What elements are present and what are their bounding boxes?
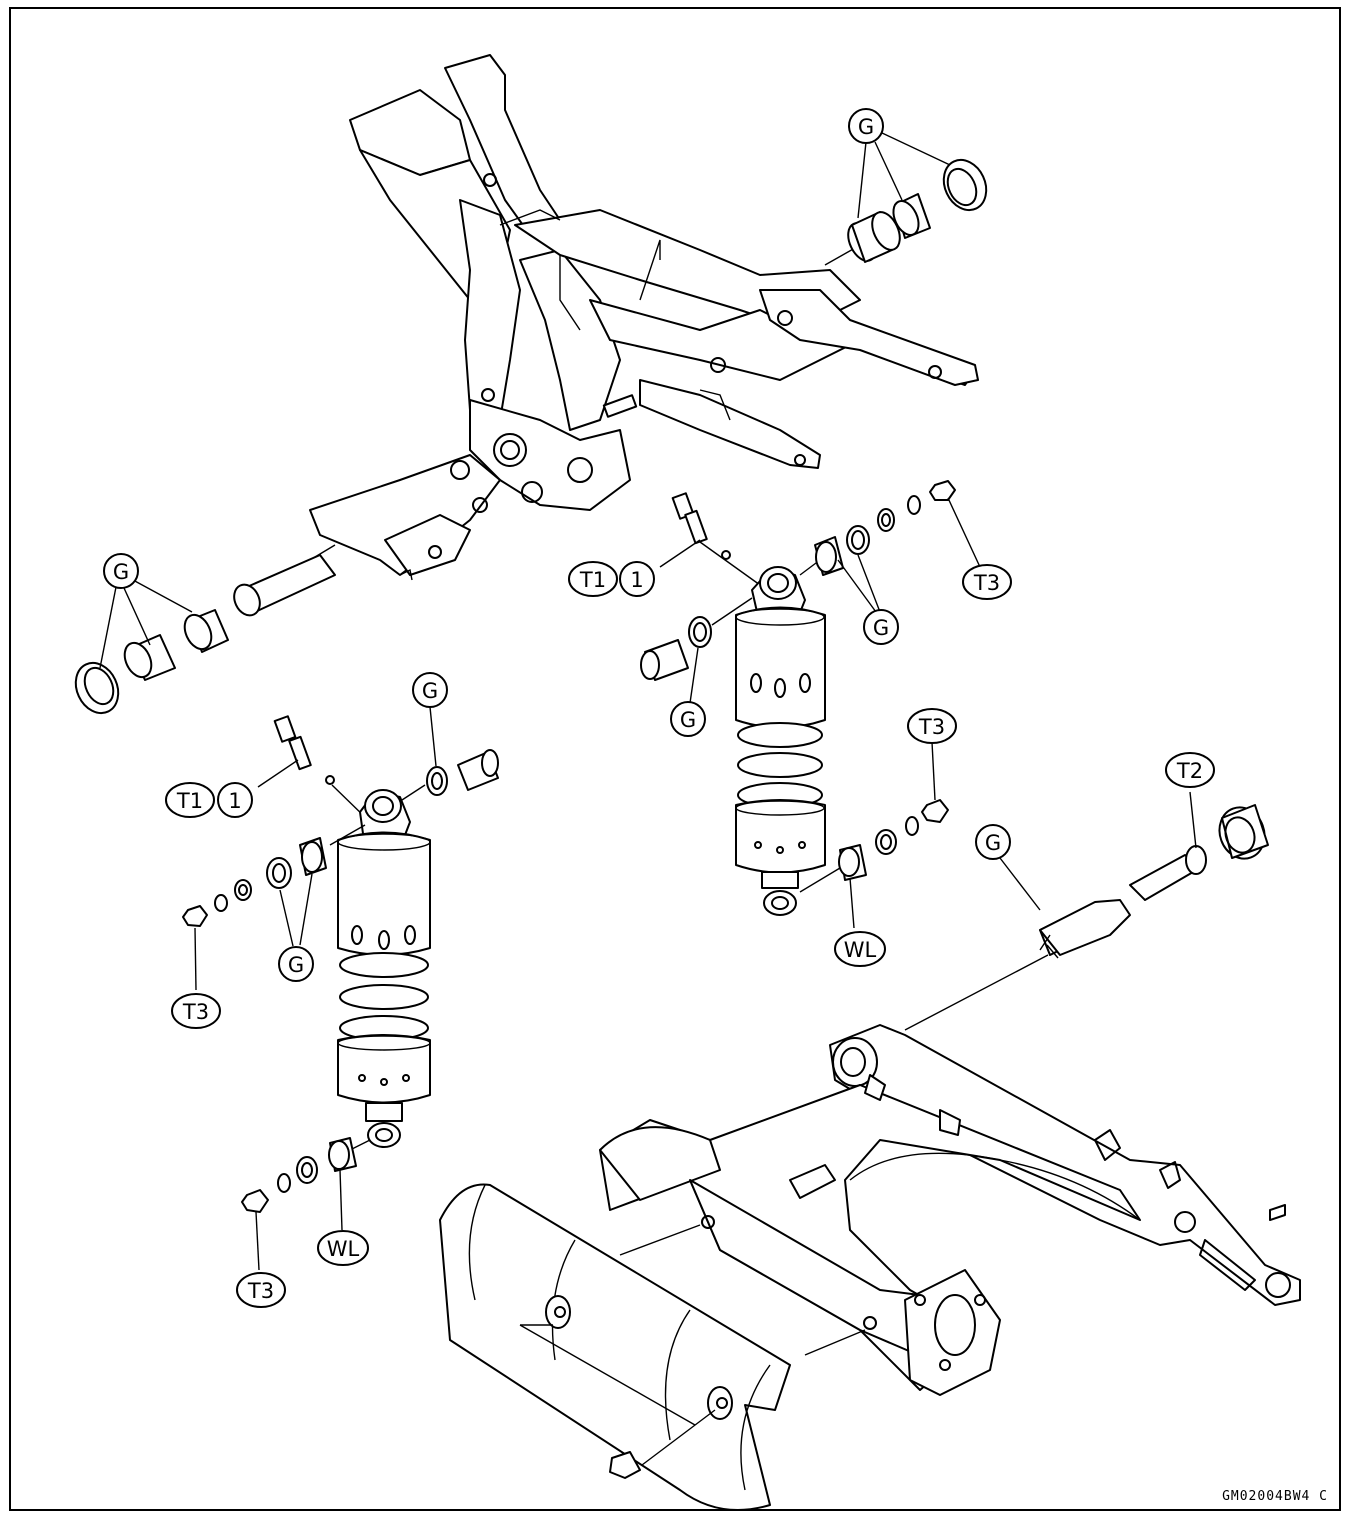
svg-text:G: G — [873, 616, 889, 640]
svg-text:T1: T1 — [579, 568, 606, 592]
label-wl-left: WL — [317, 1230, 369, 1266]
svg-text:T3: T3 — [182, 1000, 209, 1024]
right-shock-absorber — [640, 480, 956, 916]
leader-lines — [99, 131, 1197, 1271]
svg-text:T1: T1 — [176, 789, 203, 813]
frame-assembly — [309, 54, 979, 581]
svg-text:1: 1 — [228, 789, 241, 813]
svg-text:G: G — [858, 115, 874, 139]
svg-text:G: G — [680, 708, 696, 732]
svg-text:WL: WL — [844, 938, 877, 962]
label-t3-right-top: T3 — [962, 564, 1012, 600]
swing-arm — [599, 1024, 1301, 1396]
svg-text:T3: T3 — [247, 1279, 274, 1303]
page-border — [9, 7, 1341, 1511]
label-t3-left: T3 — [171, 993, 221, 1029]
svg-text:T3: T3 — [918, 715, 945, 739]
label-t1-left: T1 1 — [165, 782, 253, 818]
svg-text:T3: T3 — [973, 571, 1000, 595]
swingarm-cover — [439, 1183, 866, 1511]
svg-text:G: G — [422, 679, 438, 703]
label-g-right-shock-upper: G — [863, 609, 899, 645]
svg-text:WL: WL — [327, 1237, 360, 1261]
label-t3-left-bottom: T3 — [236, 1272, 286, 1308]
label-g-left: G — [103, 553, 139, 589]
svg-text:G: G — [288, 953, 304, 977]
svg-text:G: G — [113, 560, 129, 584]
label-t3-right-mid: T3 — [907, 708, 957, 744]
label-t1-right: T1 1 — [568, 561, 655, 597]
svg-text:T2: T2 — [1176, 759, 1203, 783]
figure-code: GM02004BW4 C — [1222, 1489, 1328, 1504]
label-g-pivot-shaft: G — [975, 824, 1011, 860]
left-shock-absorber — [182, 715, 499, 1213]
label-g-left-shock-top: G — [412, 672, 448, 708]
label-t2: T2 — [1165, 752, 1215, 788]
swingarm-pivot-shaft — [904, 804, 1269, 1031]
frame-pivot-bushings-left — [74, 544, 336, 715]
label-wl-right: WL — [834, 931, 886, 967]
svg-text:G: G — [985, 831, 1001, 855]
label-g-right-shock-left: G — [670, 701, 706, 737]
callout-labels: G G T1 1 T3 G G G T3 — [103, 108, 1215, 1308]
label-g-top-right: G — [848, 108, 884, 144]
frame-pivot-bushings-right — [824, 158, 988, 266]
svg-text:1: 1 — [630, 568, 643, 592]
label-g-left-shock: G — [278, 946, 314, 982]
